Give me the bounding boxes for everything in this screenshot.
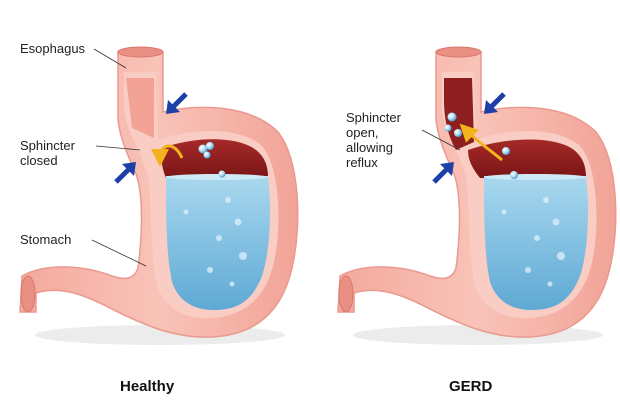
gerd-stomach: [337, 46, 617, 345]
stomach-acid: [484, 176, 588, 310]
curved-yellow-arrow-icon: [151, 144, 184, 167]
stomach-acid: [166, 176, 270, 310]
caption-gerd: GERD: [449, 378, 493, 395]
label-sphincter-closed: Sphincter closed: [20, 138, 75, 168]
blue-arrow-icon: [166, 92, 188, 114]
curved-yellow-arrow-icon: [459, 123, 503, 162]
gastric-cavity: [161, 139, 268, 178]
blue-arrow-icon: [484, 92, 506, 114]
blue-arrow-icon: [114, 162, 136, 184]
acid-bubble-icon: [444, 112, 565, 287]
acid-surface: [484, 174, 586, 180]
duodenum-opening: [338, 275, 354, 313]
duodenum-opening: [20, 275, 36, 313]
sphincter-leader: [95, 145, 141, 151]
esophagus-leader: [93, 48, 127, 69]
acid-bubble-icon: [183, 142, 247, 287]
acid-surface: [166, 174, 268, 180]
esophagus-opening: [117, 46, 164, 58]
healthy-stomach: [19, 46, 299, 345]
sphincter-leader: [421, 129, 461, 151]
label-esophagus: Esophagus: [20, 41, 86, 56]
blue-arrow-icon: [432, 162, 454, 184]
label-stomach: Stomach: [20, 232, 72, 247]
esophagus-lumen: [126, 78, 154, 138]
stomach-leader: [91, 239, 147, 267]
label-sphincter-open: Sphincter open, allowing reflux: [346, 110, 401, 170]
gastric-cavity: [468, 139, 586, 178]
caption-healthy: Healthy: [120, 378, 175, 395]
esophagus-opening: [435, 46, 482, 58]
